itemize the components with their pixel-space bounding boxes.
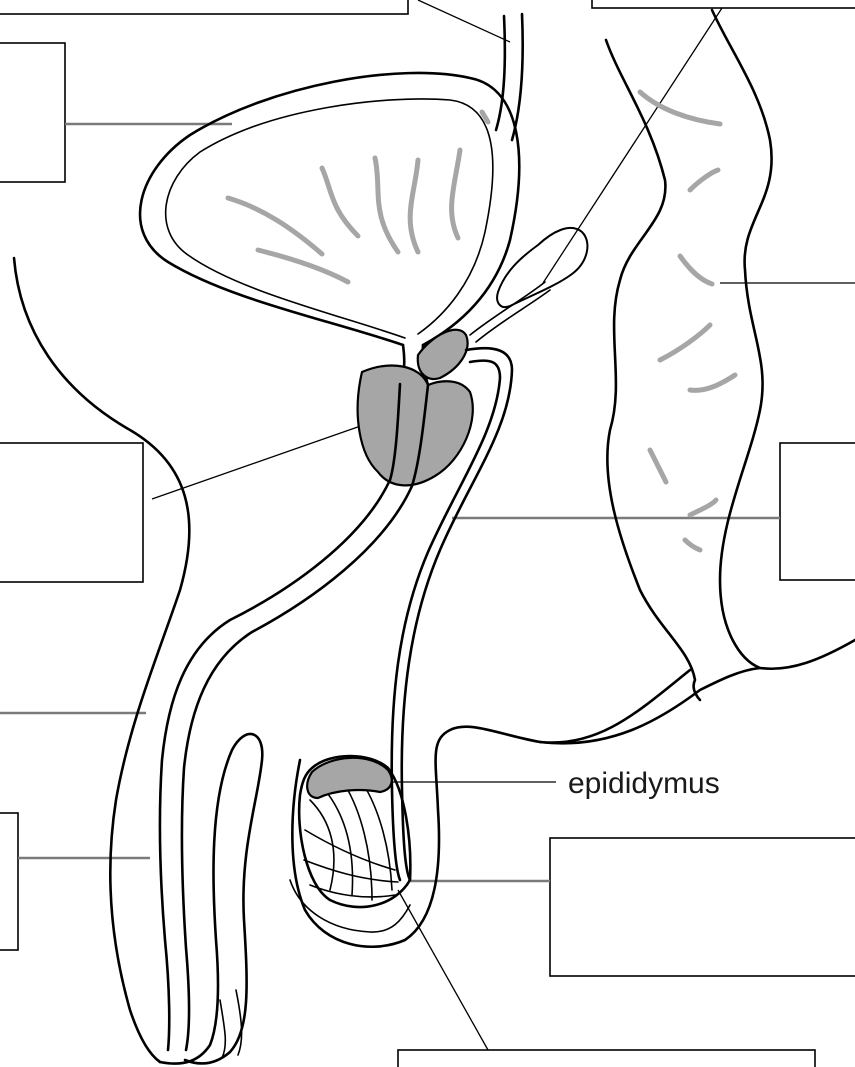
bladder-fold-6 [452, 150, 460, 238]
ureter [496, 16, 505, 130]
label-epididymus: epididymus [568, 767, 720, 800]
label-box-top-left[interactable] [0, 0, 408, 14]
label-box-bladder[interactable] [0, 43, 65, 182]
urethra-inner [182, 385, 428, 1050]
leader-seminal-vesicle [543, 8, 722, 283]
label-box-top-right[interactable] [592, 0, 855, 8]
seminal-duct [470, 282, 545, 335]
bladder-fold-4 [375, 158, 398, 252]
bladder-inner [166, 99, 493, 338]
bladder-fold-1 [228, 198, 322, 254]
penis-glans [160, 734, 262, 1064]
bladder-fold-5 [410, 160, 418, 252]
leader-prostate [152, 422, 372, 499]
perineum [540, 668, 760, 743]
label-box-scrotum[interactable] [398, 1050, 815, 1067]
bladder-fold-2 [258, 250, 348, 282]
leader-scrotum [398, 890, 488, 1050]
label-box-rectum[interactable] [780, 443, 855, 580]
bladder-fold-3 [322, 168, 358, 236]
body-outline-front [14, 258, 189, 1062]
rectum-left-wall [606, 40, 700, 700]
penis-tip-lines [220, 990, 242, 1058]
ejaculatory-gland [418, 330, 468, 379]
label-box-testis[interactable] [550, 838, 855, 976]
bladder-outer [140, 73, 519, 345]
prostate-gland [358, 366, 473, 486]
testis-lobules-1 [310, 782, 392, 900]
label-box-prostate[interactable] [0, 443, 143, 582]
seminal-duct-2 [476, 290, 550, 342]
label-box-penis[interactable] [0, 813, 18, 950]
leader-ureter [418, 0, 510, 42]
rectum-folds [640, 92, 735, 550]
